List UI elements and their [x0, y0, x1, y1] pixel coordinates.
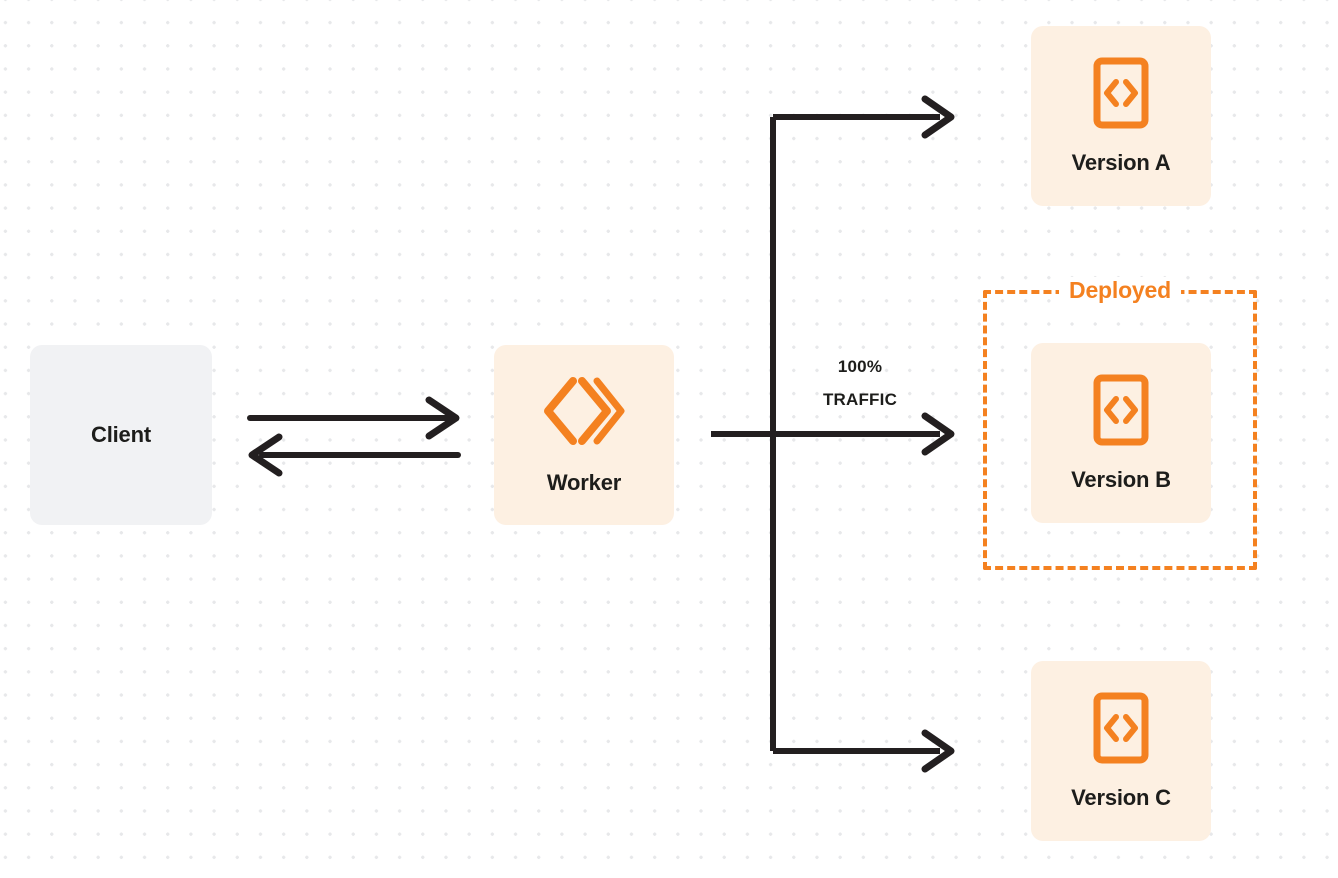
traffic-percentage-label: 100% TRAFFIC — [795, 350, 925, 416]
node-version-c[interactable]: Version C — [1031, 661, 1211, 841]
node-version-b[interactable]: Version B — [1031, 343, 1211, 523]
node-worker[interactable]: Worker — [494, 345, 674, 525]
code-file-icon — [1093, 692, 1149, 769]
cloudflare-workers-icon — [542, 375, 626, 452]
deployed-group-label: Deployed — [1059, 277, 1181, 304]
code-file-icon — [1093, 57, 1149, 134]
version-b-label: Version B — [1071, 466, 1171, 492]
node-client[interactable]: Client — [30, 345, 212, 525]
version-a-label: Version A — [1071, 149, 1171, 175]
arrow-to-version-a — [773, 95, 955, 139]
node-version-a[interactable]: Version A — [1031, 26, 1211, 206]
code-file-icon — [1093, 374, 1149, 451]
traffic-word: TRAFFIC — [822, 390, 898, 410]
traffic-percent-value: 100% — [837, 357, 883, 376]
client-label: Client — [91, 422, 151, 447]
version-c-label: Version C — [1071, 784, 1171, 810]
deployed-group-boundary: Deployed — [983, 277, 1257, 570]
arrow-to-version-c — [773, 729, 955, 773]
worker-label: Worker — [546, 469, 622, 495]
arrow-client-to-worker — [247, 396, 460, 440]
arrow-worker-to-client — [248, 433, 461, 477]
arrow-to-version-b — [711, 412, 955, 456]
